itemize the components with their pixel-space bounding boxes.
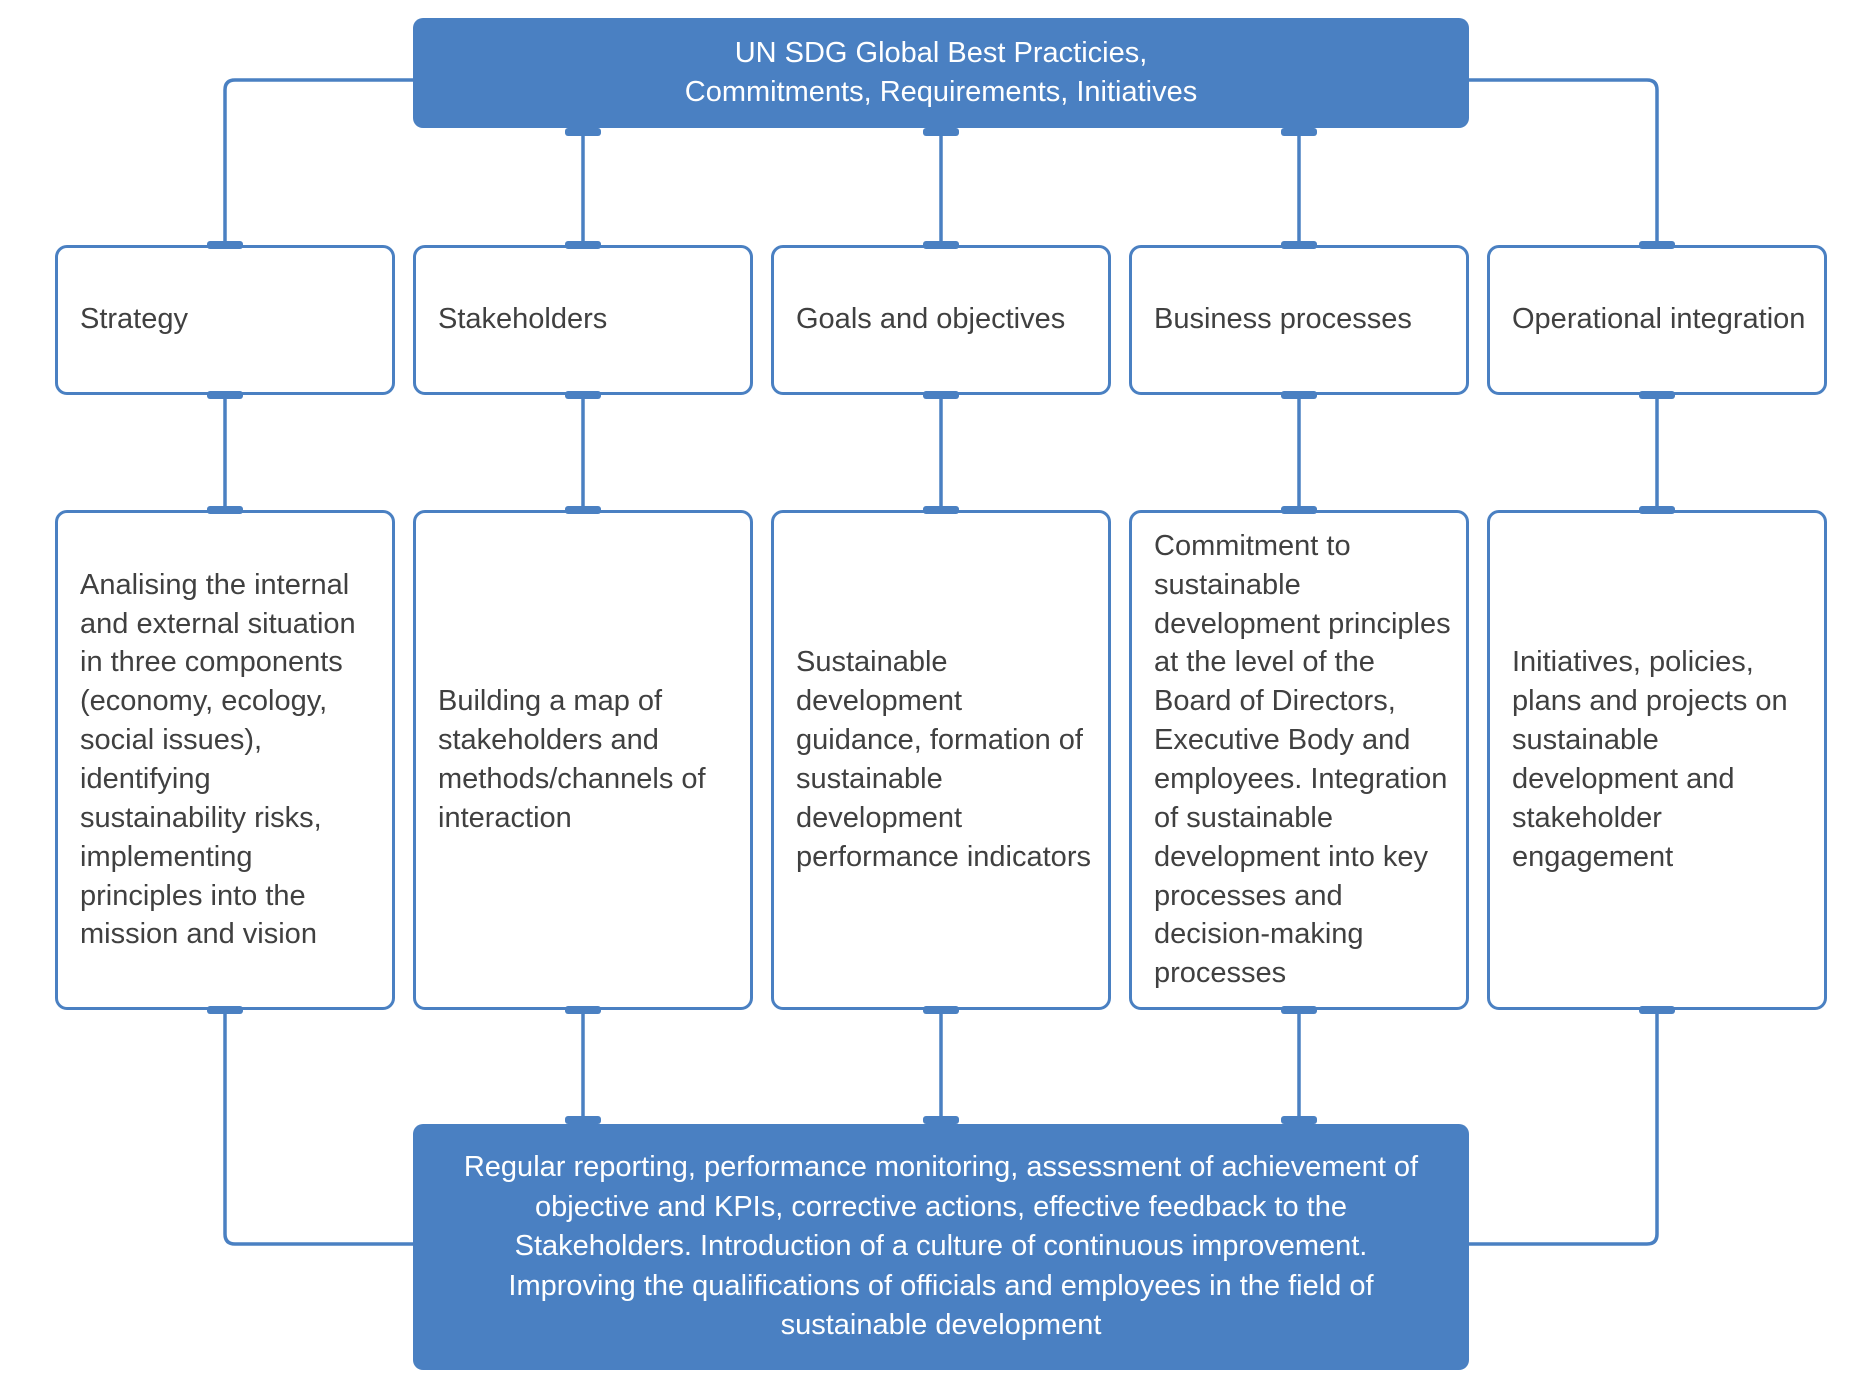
header-box-strategy: Strategy xyxy=(55,245,395,395)
top-box-un-sdg: UN SDG Global Best Practicies, Commitmen… xyxy=(413,18,1469,128)
connector-top-to-strategy xyxy=(223,78,413,245)
header-label-goals: Goals and objectives xyxy=(796,303,1066,336)
header-box-stakeholders: Stakeholders xyxy=(413,245,753,395)
header-label-business: Business processes xyxy=(1154,303,1412,336)
connector-top-to-operational xyxy=(1469,78,1659,245)
desc-box-business: Commitment to sustainable development pr… xyxy=(1129,510,1469,1010)
desc-text-stakeholders: Building a map of stakeholders and metho… xyxy=(438,685,706,834)
connector-strategy-desc-to-bottom xyxy=(223,1010,413,1246)
header-box-goals: Goals and objectives xyxy=(771,245,1111,395)
header-box-operational: Operational integration xyxy=(1487,245,1827,395)
desc-box-strategy: Analising the internal and external situ… xyxy=(55,510,395,1010)
header-box-business: Business processes xyxy=(1129,245,1469,395)
desc-box-operational: Initiatives, policies, plans and project… xyxy=(1487,510,1827,1010)
desc-box-stakeholders: Building a map of stakeholders and metho… xyxy=(413,510,753,1010)
top-box-line-2: Commitments, Requirements, Initiatives xyxy=(684,76,1198,108)
header-label-stakeholders: Stakeholders xyxy=(438,303,608,336)
bottom-box-label: Regular reporting, performance monitorin… xyxy=(463,1151,1419,1342)
header-label-strategy: Strategy xyxy=(80,303,188,336)
desc-text-strategy: Analising the internal and external situ… xyxy=(80,568,356,951)
desc-text-goals: Sustainable development guidance, format… xyxy=(796,646,1091,873)
top-box-line-1: UN SDG Global Best Practicies, xyxy=(734,36,1148,69)
connector-operational-desc-to-bottom xyxy=(1469,1010,1659,1246)
desc-text-operational: Initiatives, policies, plans and project… xyxy=(1512,646,1788,873)
desc-text-business: Commitment to sustainable development pr… xyxy=(1154,529,1451,990)
header-label-operational: Operational integration xyxy=(1512,303,1806,336)
desc-box-goals: Sustainable development guidance, format… xyxy=(771,510,1111,1010)
bottom-box-reporting: Regular reporting, performance monitorin… xyxy=(413,1124,1469,1370)
